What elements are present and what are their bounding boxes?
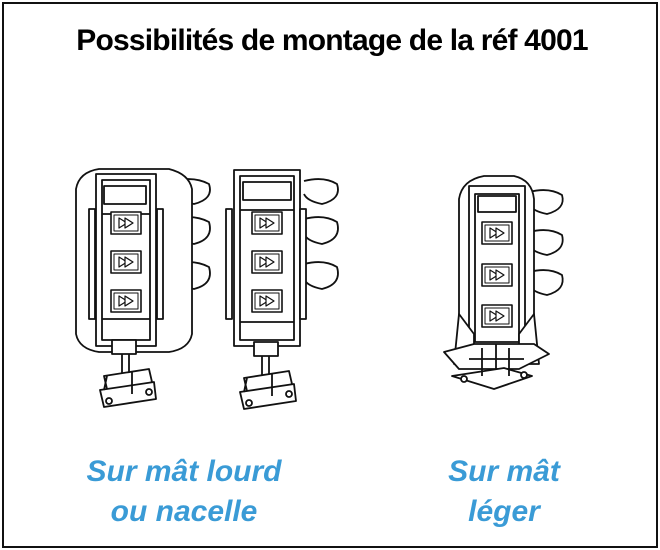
mounting-illustrations xyxy=(75,168,564,410)
caption-heavy-mast-line-2: ou nacelle xyxy=(110,495,258,528)
caption-light-mast-line-2: léger xyxy=(468,495,540,528)
caption-heavy-mast: Sur mât lourd ou nacelle xyxy=(34,452,334,532)
signal-heavy-mast-1 xyxy=(75,168,211,408)
signal-light-mast xyxy=(443,175,564,390)
caption-light-mast: Sur mât léger xyxy=(384,452,624,532)
caption-light-mast-line-1: Sur mât xyxy=(448,455,560,488)
caption-heavy-mast-line-1: Sur mât lourd xyxy=(86,455,282,488)
page-title: Possibilités de montage de la réf 4001 xyxy=(76,24,588,57)
signal-heavy-mast-2 xyxy=(225,169,339,410)
